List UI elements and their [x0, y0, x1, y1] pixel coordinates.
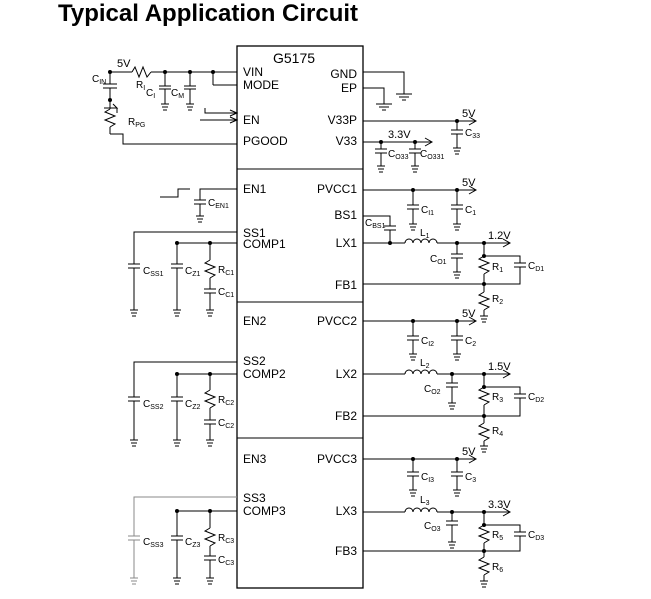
out3-voltage: 3.3V	[488, 499, 511, 511]
pin-ep: EP	[341, 81, 357, 95]
pin-fb2: FB2	[335, 409, 357, 423]
cen1-label: CEN1	[208, 198, 229, 210]
ci3-label: CI3	[421, 472, 434, 484]
pin-comp1: COMP1	[243, 237, 286, 251]
r4-label: R4	[492, 426, 503, 438]
v33-network	[363, 116, 478, 173]
pvcc3-voltage: 5V	[462, 446, 476, 458]
pin-bs1: BS1	[334, 208, 357, 222]
ic-part-number: G5175	[273, 50, 315, 66]
v33-voltage: 3.3V	[388, 129, 411, 141]
pin-vin: VIN	[243, 65, 263, 79]
pin-ss3: SS3	[243, 491, 266, 505]
pin-lx1: LX1	[336, 236, 358, 250]
l1-label: L1	[420, 228, 430, 240]
pin-comp3: COMP3	[243, 504, 286, 518]
pvcc1-voltage: 5V	[462, 177, 476, 189]
cc2-label: CC2	[218, 418, 234, 430]
cz1-label: CZ1	[185, 266, 201, 278]
css3-label: CSS3	[143, 537, 164, 549]
out2-voltage: 1.5V	[488, 361, 511, 373]
co2-label: CO2	[424, 384, 441, 396]
co1-label: CO1	[430, 254, 447, 266]
rc1-label: RC1	[218, 265, 234, 277]
pin-en2: EN2	[243, 314, 267, 328]
cz3-label: CZ3	[185, 537, 201, 549]
r5-label: R5	[492, 530, 503, 542]
cd3-label: CD3	[528, 530, 544, 542]
pin-en3: EN3	[243, 452, 267, 466]
channel-3-network	[128, 454, 526, 588]
pin-lx2: LX2	[336, 367, 358, 381]
pin-lx3: LX3	[336, 504, 358, 518]
rc3-label: RC3	[218, 533, 234, 545]
pvcc2-voltage: 5V	[462, 308, 476, 320]
cc3-label: CC3	[218, 555, 234, 567]
pin-comp2: COMP2	[243, 367, 286, 381]
l2-label: L2	[420, 358, 430, 370]
ci-label: CI	[146, 88, 155, 100]
rc2-label: RC2	[218, 395, 234, 407]
cz2-label: CZ2	[185, 399, 201, 411]
out1-voltage: 1.2V	[488, 230, 511, 242]
cin-label: CIN	[92, 74, 106, 86]
v33p-voltage: 5V	[462, 108, 476, 120]
pin-ss2: SS2	[243, 354, 266, 368]
pin-v33p: V33P	[328, 113, 357, 127]
c33-label: C33	[465, 128, 480, 140]
ri-label: RI	[136, 80, 145, 92]
pin-pgood: PGOOD	[243, 134, 288, 148]
ic-body	[236, 45, 364, 589]
cd2-label: CD2	[528, 392, 544, 404]
css2-label: CSS2	[143, 399, 164, 411]
pin-en: EN	[243, 113, 260, 127]
pin-pvcc1: PVCC1	[317, 182, 357, 196]
pin-pvcc3: PVCC3	[317, 452, 357, 466]
c1-label: C1	[465, 205, 476, 217]
cd1-label: CD1	[528, 261, 544, 273]
rpg-label: RPG	[128, 117, 145, 129]
pin-ss1: SS1	[243, 226, 266, 240]
c3-label: C3	[465, 472, 476, 484]
vin-voltage: 5V	[117, 58, 131, 70]
pin-pvcc2: PVCC2	[317, 314, 357, 328]
pin-fb3: FB3	[335, 544, 357, 558]
page-title: Typical Application Circuit	[58, 0, 359, 27]
pin-mode: MODE	[243, 78, 279, 92]
cm-label: CM	[171, 88, 184, 100]
pin-gnd: GND	[330, 67, 357, 81]
ci1-label: CI1	[421, 205, 434, 217]
r1-label: R1	[492, 262, 503, 274]
co331-label: CO331	[420, 149, 444, 161]
c2-label: C2	[465, 336, 476, 348]
cbs1-label: CBS1	[365, 218, 386, 230]
channel-1-network	[128, 185, 526, 323]
co33-label: CO33	[388, 149, 409, 161]
cc1-label: CC1	[218, 287, 234, 299]
pin-v33: V33	[336, 134, 358, 148]
pin-fb1: FB1	[335, 278, 357, 292]
co3-label: CO3	[424, 521, 441, 533]
l3-label: L3	[420, 495, 430, 507]
r6-label: R6	[492, 562, 503, 574]
r2-label: R2	[492, 294, 503, 306]
css1-label: CSS1	[143, 266, 164, 278]
junction-dots	[108, 70, 486, 553]
pin-en1: EN1	[243, 182, 267, 196]
ci2-label: CI2	[421, 336, 434, 348]
r3-label: R3	[492, 392, 503, 404]
